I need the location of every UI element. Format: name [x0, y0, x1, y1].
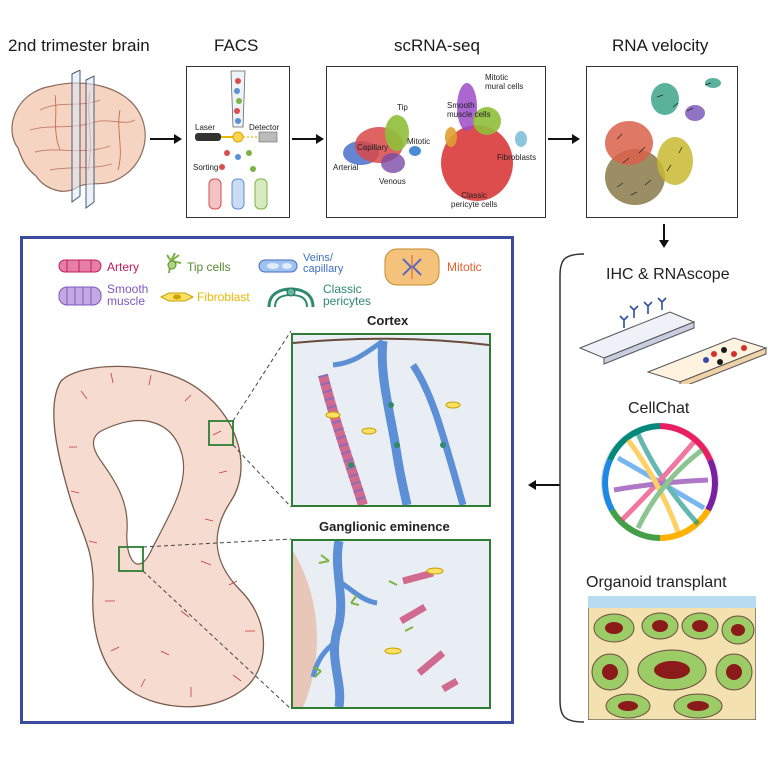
legend-fibroblast-icon — [159, 292, 195, 302]
method-title-cellchat: CellChat — [628, 400, 690, 417]
legend-veins-icon — [258, 259, 298, 273]
umap-label-venous: Venous — [379, 177, 406, 186]
umap-label-fibroblasts: Fibroblasts — [497, 153, 537, 162]
umap-plot — [343, 83, 527, 201]
facs-panel: Laser Detector Sorting — [186, 66, 290, 218]
velocity-panel — [586, 66, 738, 218]
ganglionic-zoom — [291, 539, 491, 709]
step-title-velocity: RNA velocity — [612, 36, 709, 55]
legend-tip-cells-label: Tip cells — [187, 260, 231, 274]
facs-laser-label: Laser — [195, 123, 216, 132]
legend-mitotic-icon — [384, 248, 440, 286]
step-title-scrna: scRNA-seq — [394, 36, 480, 55]
legend-artery-label: Artery — [107, 260, 140, 274]
ganglionic-vessels — [293, 541, 489, 707]
methods-bracket — [559, 253, 585, 723]
zoom-title-ganglionic: Ganglionic eminence — [319, 519, 450, 534]
step-title-brain: 2nd trimester brain — [8, 36, 150, 55]
legend-classic-pericytes-label: Classic pericytes — [323, 282, 372, 308]
cellchat-chord — [601, 423, 719, 541]
arrow-scrna-to-velocity — [548, 134, 580, 144]
vasculature-panel: Artery Tip cells Veins/ capillary Mitoti… — [20, 236, 514, 724]
velocity-plot — [605, 78, 721, 205]
umap-label-smooth-muscle: Smooth muscle cells — [447, 101, 491, 119]
legend-fibroblast-label: Fibroblast — [197, 290, 250, 304]
step-title-facs: FACS — [214, 36, 259, 55]
legend-tip-cells-icon — [166, 252, 182, 274]
arrow-methods-to-panel — [528, 480, 560, 490]
umap-label-arterial: Arterial — [333, 163, 359, 172]
umap-label-capillary: Capillary — [357, 143, 389, 152]
zoom-connectors — [142, 330, 292, 710]
method-title-organoid: Organoid transplant — [586, 574, 727, 591]
legend-smooth-muscle-icon — [58, 286, 102, 306]
arrow-velocity-down — [659, 224, 669, 248]
zoom-title-cortex: Cortex — [367, 313, 409, 328]
cortex-zoom — [291, 333, 491, 507]
scrna-panel: Tip Capillary Arterial Venous Mitotic Mi… — [326, 66, 546, 218]
facs-sorting-label: Sorting — [193, 163, 219, 172]
method-title-ihc: IHC & RNAscope — [606, 266, 730, 283]
ihc-slides — [578, 297, 768, 384]
umap-label-mitotic-mural: Mitotic mural cells — [485, 73, 524, 91]
legend-veins-label: Veins/ capillary — [303, 252, 344, 275]
legend-mitotic-label: Mitotic — [447, 260, 482, 274]
facs-diagram — [195, 70, 278, 210]
umap-label-classic-pericyte: Classic pericyte cells — [451, 191, 498, 209]
legend-classic-pericytes-icon — [267, 287, 315, 308]
cortex-vessels — [293, 335, 489, 505]
legend-smooth-muscle-label: Smooth muscle — [107, 282, 149, 308]
umap-label-mitotic: Mitotic — [407, 137, 431, 146]
arrow-brain-to-facs — [150, 134, 182, 144]
brain-illustration — [11, 70, 146, 209]
legend-artery-icon — [58, 259, 102, 273]
facs-detector-label: Detector — [249, 123, 280, 132]
organoid-transplant — [588, 596, 756, 720]
brain-slice — [53, 365, 265, 708]
arrow-facs-to-scrna — [292, 134, 324, 144]
umap-label-tip: Tip — [397, 103, 408, 112]
